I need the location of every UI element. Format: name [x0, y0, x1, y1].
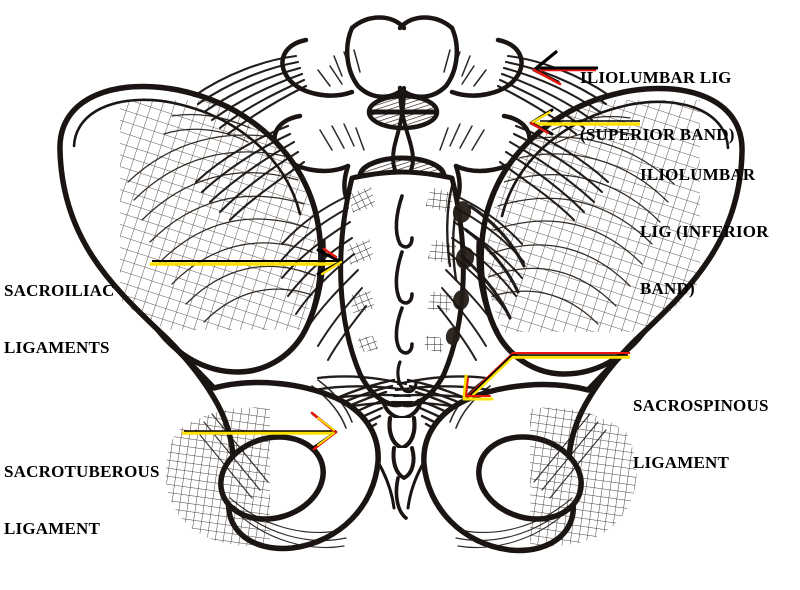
label-line: LIGAMENT — [4, 519, 101, 539]
leader-lines — [150, 50, 640, 451]
label-line: SACROSPINOUS — [633, 396, 769, 416]
label-line: (SUPERIOR BAND) — [580, 125, 735, 145]
leader-sacrotuberous — [182, 411, 338, 451]
label-sacrospinous: SACROSPINOUS LIGAMENT — [633, 358, 769, 491]
label-sacroiliac: SACROILIAC LIGAMENTS — [4, 243, 115, 376]
leader-sacrospinous — [462, 352, 630, 401]
leader-iliolumbar-inferior — [529, 108, 640, 136]
label-line: ILIOLUMBAR — [640, 165, 756, 185]
label-line: BAND) — [640, 279, 695, 299]
label-iliolumbar-inferior: ILIOLUMBAR LIG (INFERIOR BAND) — [640, 127, 769, 317]
leader-sacroiliac — [150, 247, 343, 276]
leader-iliolumbar-superior — [532, 50, 598, 86]
label-line: SACROTUBEROUS — [4, 462, 160, 482]
label-line: SACROILIAC — [4, 281, 115, 301]
label-line: LIGAMENTS — [4, 338, 110, 358]
label-line: LIGAMENT — [633, 453, 730, 473]
label-sacrotuberous: SACROTUBEROUS LIGAMENT — [4, 424, 160, 557]
label-line: ILIOLUMBAR LIG — [580, 68, 732, 88]
label-iliolumbar-superior: ILIOLUMBAR LIG (SUPERIOR BAND) — [580, 30, 735, 163]
label-line: LIG (INFERIOR — [640, 222, 769, 242]
